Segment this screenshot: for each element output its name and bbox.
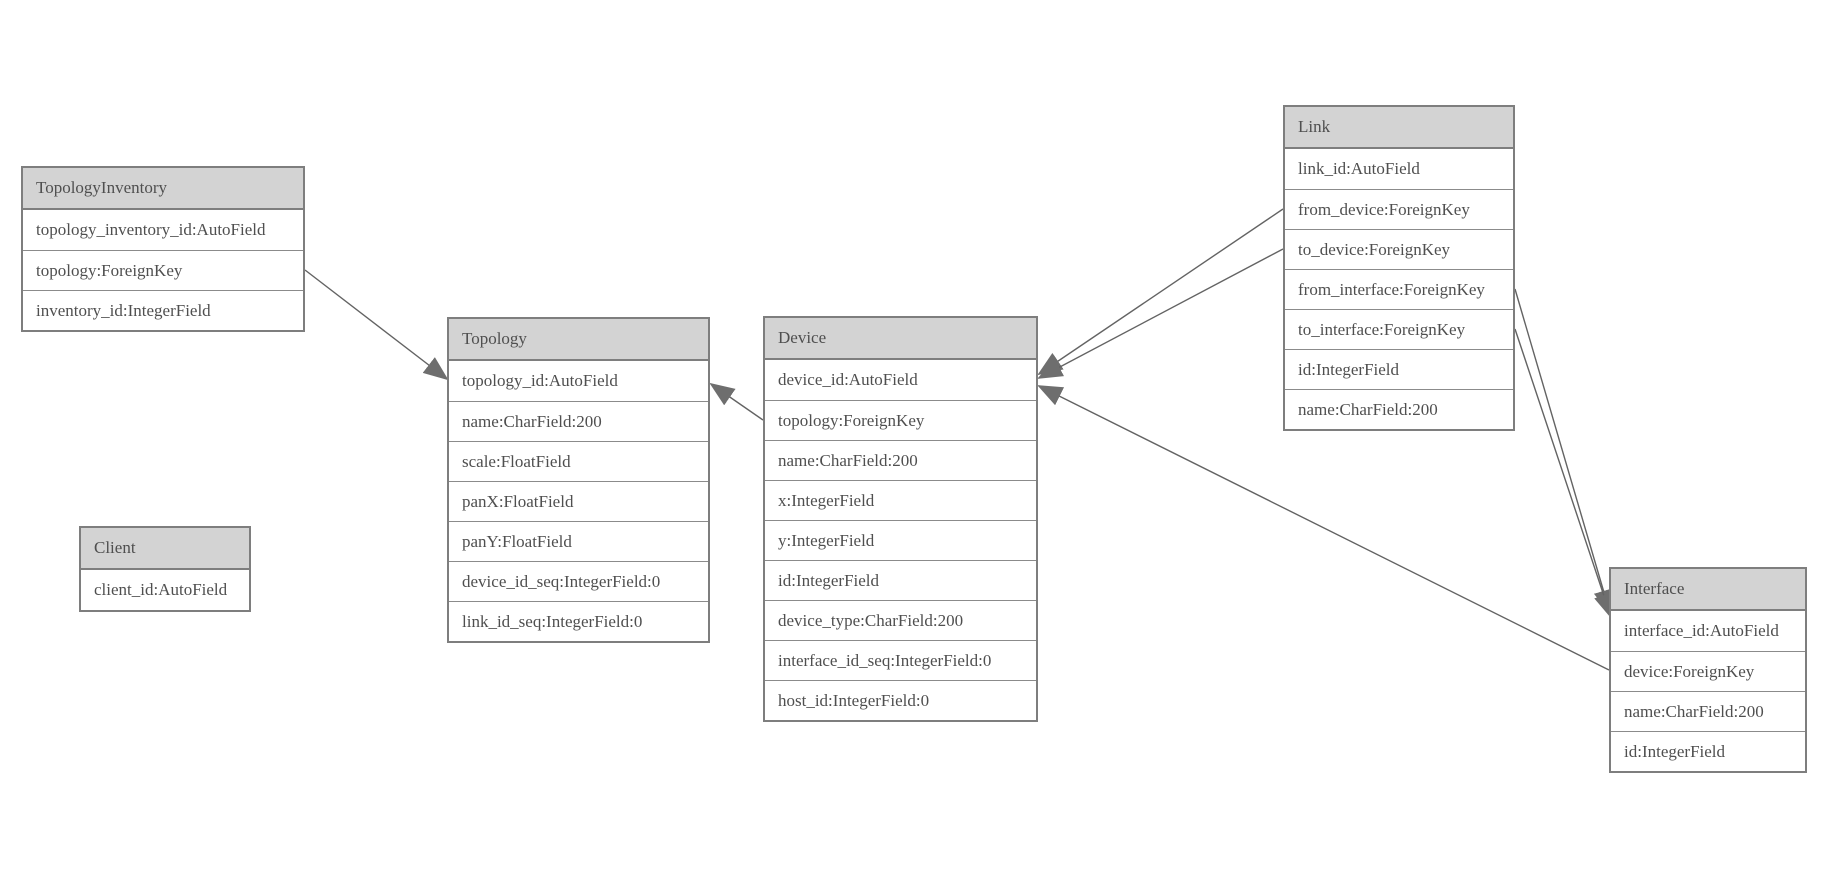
field-link-id: link_id:AutoField <box>1298 159 1420 178</box>
entity-interface-title: Interface <box>1611 569 1805 611</box>
connection-link-from-device-device <box>1037 208 1284 376</box>
connection-link-from-interface-interface <box>1514 288 1614 615</box>
entity-interface: Interface interface_id:AutoField device:… <box>1609 567 1807 773</box>
entity-topologyinventory: TopologyInventory topology_inventory_id:… <box>21 166 305 332</box>
entity-topologyinventory-title: TopologyInventory <box>23 168 303 210</box>
field-id: id:IntegerField <box>1285 349 1513 389</box>
connection-link-to-interface-interface <box>1514 328 1614 619</box>
field-host-id: host_id:IntegerField:0 <box>765 680 1036 720</box>
field-from-interface: from_interface:ForeignKey <box>1285 269 1513 309</box>
field-name: name:CharField:200 <box>1611 691 1805 731</box>
field-topology-id: topology_id:AutoField <box>462 371 618 390</box>
field-device-type: device_type:CharField:200 <box>765 600 1036 640</box>
connection-topologyinventory-topology <box>304 269 449 381</box>
entity-topology: Topology topology_id:AutoField name:Char… <box>447 317 710 643</box>
entity-client: Client client_id:AutoField <box>79 526 251 612</box>
entity-device-title: Device <box>765 318 1036 360</box>
field-device-fk: device:ForeignKey <box>1611 651 1805 691</box>
field-to-interface: to_interface:ForeignKey <box>1285 309 1513 349</box>
field-device-id: device_id:AutoField <box>778 370 918 389</box>
field-y: y:IntegerField <box>765 520 1036 560</box>
field-from-device: from_device:ForeignKey <box>1285 189 1513 229</box>
field-device-id-seq: device_id_seq:IntegerField:0 <box>449 561 708 601</box>
field-scale: scale:FloatField <box>449 441 708 481</box>
field-topology-fk: topology:ForeignKey <box>23 250 303 290</box>
field-pany: panY:FloatField <box>449 521 708 561</box>
field-panx: panX:FloatField <box>449 481 708 521</box>
field-inventory-id: inventory_id:IntegerField <box>23 290 303 330</box>
field-id: id:IntegerField <box>1611 731 1805 771</box>
field-name: name:CharField:200 <box>1285 389 1513 429</box>
entity-device: Device device_id:AutoField topology:Fore… <box>763 316 1038 722</box>
field-client-id: client_id:AutoField <box>94 580 228 599</box>
field-link-id-seq: link_id_seq:IntegerField:0 <box>449 601 708 641</box>
entity-topology-title: Topology <box>449 319 708 361</box>
field-interface-id-seq: interface_id_seq:IntegerField:0 <box>765 640 1036 680</box>
entity-client-title: Client <box>81 528 249 570</box>
field-topology-fk: topology:ForeignKey <box>765 400 1036 440</box>
field-x: x:IntegerField <box>765 480 1036 520</box>
connection-device-topology <box>709 382 764 421</box>
field-id: id:IntegerField <box>765 560 1036 600</box>
field-name: name:CharField:200 <box>765 440 1036 480</box>
entity-link: Link link_id:AutoField from_device:Forei… <box>1283 105 1515 431</box>
field-name: name:CharField:200 <box>449 401 708 441</box>
entity-link-title: Link <box>1285 107 1513 149</box>
connection-link-to-device-device <box>1037 248 1284 379</box>
field-topology-inventory-id: topology_inventory_id:AutoField <box>36 220 266 239</box>
field-to-device: to_device:ForeignKey <box>1285 229 1513 269</box>
field-interface-id: interface_id:AutoField <box>1624 621 1779 640</box>
